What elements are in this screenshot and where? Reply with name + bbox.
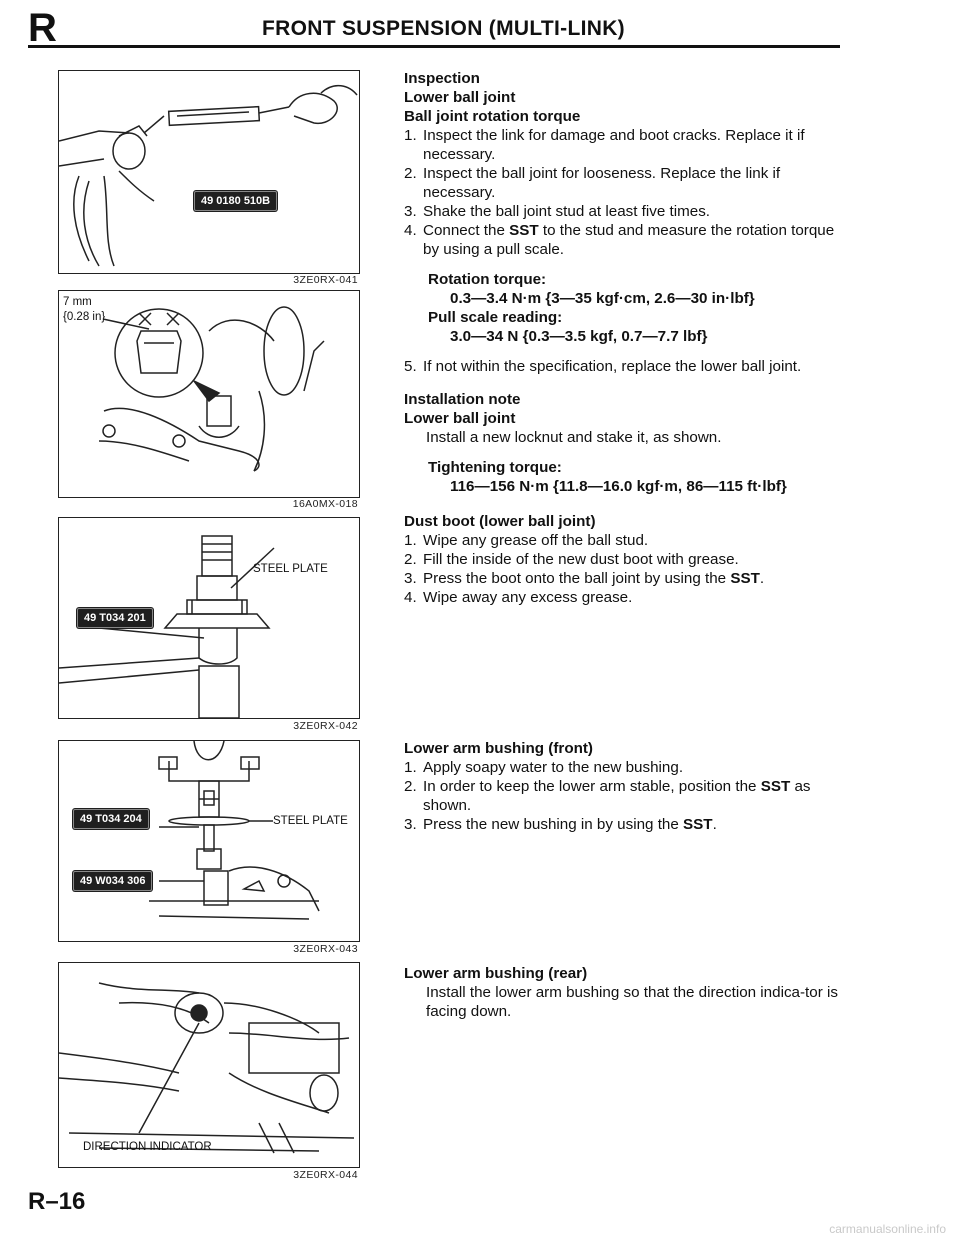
lower-ball-joint-heading: Lower ball joint: [404, 410, 516, 427]
inspection-section: Inspection Lower ball joint Ball joint r…: [404, 69, 844, 607]
inspection-step: 5.If not within the specification, repla…: [404, 358, 802, 375]
front-bushing-press-illustration: [149, 741, 320, 920]
header-divider: [28, 45, 840, 48]
bushing-rear-heading: Lower arm bushing (rear): [404, 965, 588, 982]
spec-value: 116—156 N·m {11.8—16.0 kgf·m, 86—115 ft·…: [450, 478, 787, 495]
figure-code: 3ZE0RX-043: [293, 943, 358, 955]
section-letter: R: [28, 6, 57, 50]
figure-pull-scale: 49 0180 510B: [58, 70, 360, 274]
dust-boot-step: 1.Wipe any grease off the ball stud.: [404, 532, 649, 549]
inspection-step: 4.Connect the SST to the stud and measur…: [404, 222, 835, 258]
sst-callout-lower: 49 W034 306: [73, 871, 153, 891]
dust-boot-heading: Dust boot (lower ball joint): [404, 513, 596, 530]
dust-boot-step: 4.Wipe away any excess grease.: [404, 589, 633, 606]
dimension-in: {0.28 in}: [63, 311, 106, 323]
ball-joint-illustration: [98, 306, 325, 472]
bushing-rear-section: Lower arm bushing (rear) Install the low…: [404, 964, 844, 1021]
figure-code: 3ZE0RX-044: [293, 1169, 358, 1181]
spec-value: 3.0—34 N {0.3—3.5 kgf, 0.7—7.7 lbf}: [450, 328, 708, 345]
figure-code: 16A0MX-018: [292, 498, 358, 510]
lower-ball-joint-heading: Lower ball joint: [404, 89, 516, 106]
bushing-front-step: 2.In order to keep the lower arm stable,…: [404, 778, 811, 814]
page-title: FRONT SUSPENSION (MULTI-LINK): [262, 17, 625, 40]
inspection-step: 2.Inspect the ball joint for looseness. …: [404, 165, 781, 201]
dimension-mm: 7 mm: [63, 296, 92, 308]
page-number: R–16: [28, 1188, 86, 1215]
figure-code: 3ZE0RX-042: [293, 720, 358, 732]
direction-indicator-label: DIRECTION INDICATOR: [83, 1141, 212, 1153]
sst-callout: 49 T034 201: [77, 608, 153, 628]
sst-callout: 49 0180 510B: [194, 191, 278, 211]
bushing-rear-text: Install the lower arm bushing so that th…: [426, 984, 838, 1020]
figure-rear-bushing: DIRECTION INDICATOR: [58, 962, 360, 1168]
steel-plate-label: STEEL PLATE: [273, 815, 348, 827]
steel-plate-label: STEEL PLATE: [253, 563, 328, 575]
spec-value: 0.3—3.4 N·m {3—35 kgf·cm, 2.6—30 in·lbf}: [450, 290, 755, 307]
spec-label: Tightening torque:: [428, 459, 562, 476]
rear-bushing-illustration: [59, 982, 355, 1154]
sst-callout-upper: 49 T034 204: [73, 809, 149, 829]
spec-label: Pull scale reading:: [428, 309, 563, 326]
dust-boot-step: 3.Press the boot onto the ball joint by …: [404, 570, 765, 587]
watermark: carmanualsonline.info: [829, 1222, 946, 1236]
bushing-front-step: 1.Apply soapy water to the new bushing.: [404, 759, 684, 776]
bushing-front-section: Lower arm bushing (front) 1.Apply soapy …: [404, 739, 844, 834]
inspection-heading: Inspection: [404, 70, 480, 87]
rotation-torque-heading: Ball joint rotation torque: [404, 108, 581, 125]
bushing-front-step: 3.Press the new bushing in by using the …: [404, 816, 717, 833]
figure-code: 3ZE0RX-041: [293, 274, 358, 286]
spec-label: Rotation torque:: [428, 271, 547, 288]
figure-dust-boot-install: STEEL PLATE 49 T034 201: [58, 517, 360, 719]
bushing-front-heading: Lower arm bushing (front): [404, 740, 593, 757]
inspection-step: 3.Shake the ball joint stud at least fiv…: [404, 203, 711, 220]
inspection-step: 1.Inspect the link for damage and boot c…: [404, 127, 805, 163]
figure-front-bushing-press: STEEL PLATE 49 T034 204 49 W034 306: [58, 740, 360, 942]
pull-scale-illustration: [59, 84, 358, 267]
installation-text: Install a new locknut and stake it, as s…: [426, 429, 722, 446]
dust-boot-press-illustration: [59, 535, 275, 718]
figure-locknut-stake: 7 mm {0.28 in}: [58, 290, 360, 498]
installation-note-heading: Installation note: [404, 391, 521, 408]
dust-boot-step: 2.Fill the inside of the new dust boot w…: [404, 551, 739, 568]
